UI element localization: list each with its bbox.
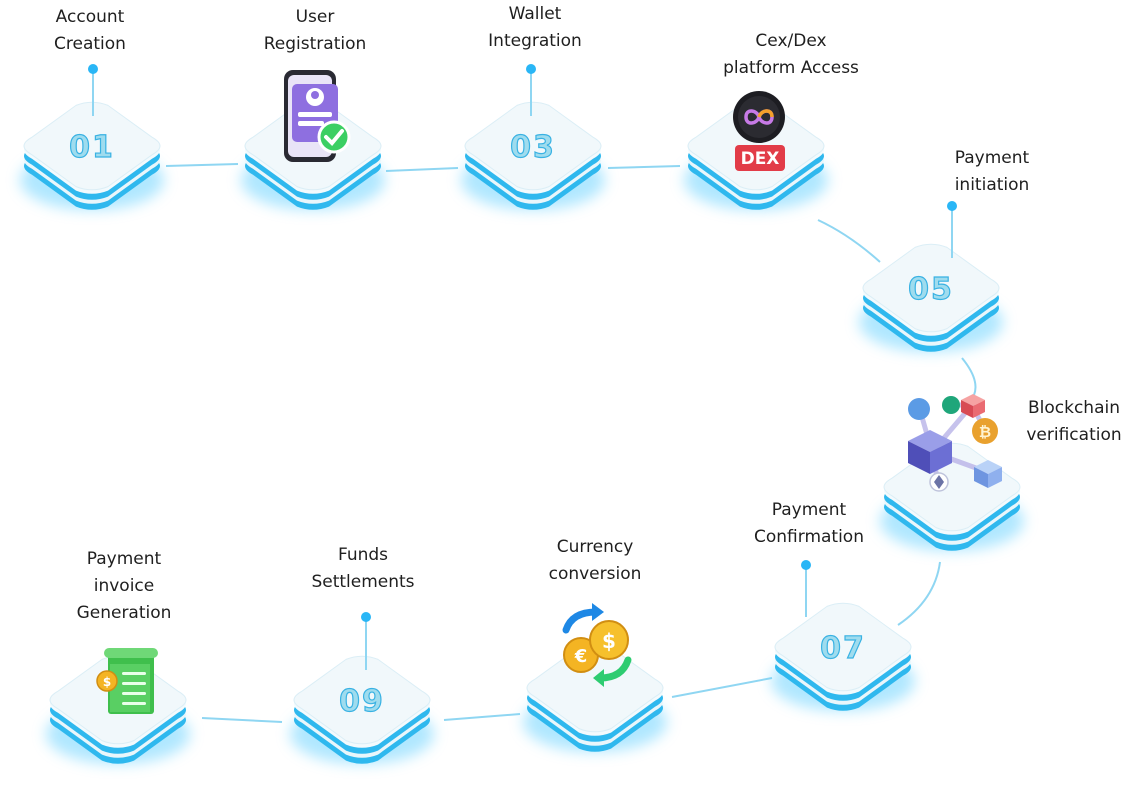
svg-text:₿: ₿ [979, 423, 991, 441]
connector-line [385, 167, 459, 172]
blockchain-network-icon: ₿ [908, 394, 1002, 492]
pin-dot [526, 64, 536, 74]
step-number-01: 01 [69, 130, 115, 165]
invoice-receipt-icon: $ [96, 648, 158, 714]
step-tile-03: 03 [461, 64, 605, 210]
step-number-07: 07 [820, 631, 866, 666]
connector-lines [165, 163, 977, 723]
connector-line [961, 357, 977, 396]
step-tile-07: 07 [771, 560, 915, 711]
svg-text:$: $ [103, 675, 111, 689]
connector-line [817, 219, 881, 263]
svg-text:$: $ [602, 629, 616, 653]
currency-exchange-coins-icon: €$ [562, 603, 632, 687]
step-tile-09: 09 [290, 612, 434, 764]
svg-text:€: € [574, 646, 588, 667]
step-tile-05: 05 [859, 201, 1003, 352]
connector-line [443, 713, 521, 721]
pin-dot [947, 201, 957, 211]
step-number-09: 09 [339, 684, 385, 719]
connector-line [201, 717, 283, 723]
step-number-05: 05 [908, 272, 954, 307]
pin-dot [88, 64, 98, 74]
step-tile-08 [523, 643, 667, 752]
connector-line [897, 561, 941, 626]
step-number-03: 03 [510, 130, 556, 165]
step-tile-01: 01 [20, 64, 164, 210]
pin-dot [361, 612, 371, 622]
dex-label: DEX [741, 149, 780, 169]
dex-exchange-icon: DEX [733, 91, 785, 171]
connector-line [607, 165, 681, 169]
phone-user-check-icon [284, 70, 351, 162]
pin-dot [801, 560, 811, 570]
connector-line [671, 677, 773, 698]
connector-line [165, 163, 239, 167]
